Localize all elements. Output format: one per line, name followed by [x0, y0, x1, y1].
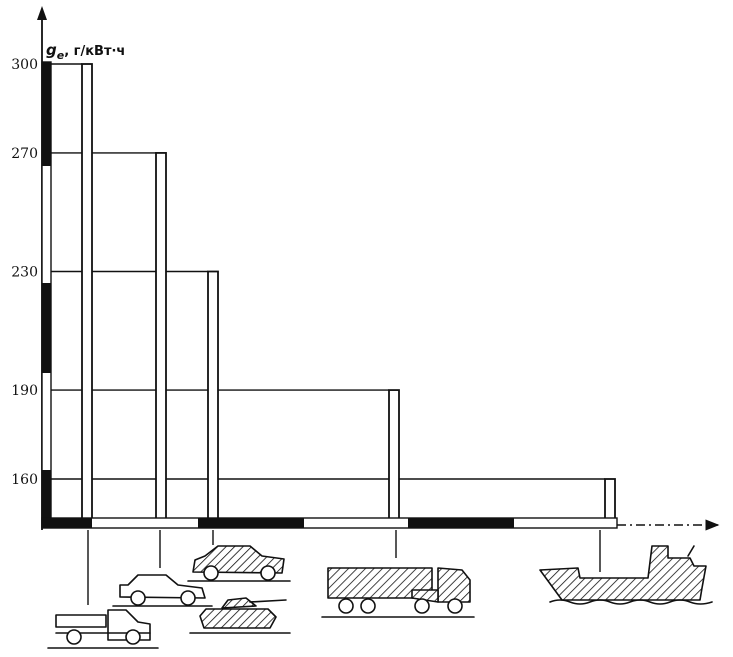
y-axis-title-subscript: e: [57, 49, 65, 62]
y-tick-label: 270: [11, 146, 38, 162]
bar-truck: [81, 63, 93, 521]
bar-off-road-vehicle: [207, 270, 219, 521]
y-scale-strip: [41, 61, 52, 528]
y-axis-title: ge, г/кВт·ч: [46, 41, 125, 62]
y-tick-label: 160: [11, 472, 38, 488]
y-tick-label: 190: [11, 383, 38, 399]
bar-semi-truck: [388, 389, 400, 521]
x-scale-strip: [41, 517, 618, 529]
car-icon: [112, 574, 213, 607]
tank-icon: [189, 597, 291, 634]
jeep-icon: [187, 545, 291, 582]
bars: [81, 63, 616, 521]
leader-lines: [87, 530, 601, 605]
bar-passenger-car: [155, 152, 167, 521]
bar-ship: [604, 478, 616, 521]
y-axis-title-symbol: g: [46, 41, 57, 59]
ship-icon: [539, 545, 713, 605]
semi-truck-icon: [321, 567, 475, 618]
y-tick-label: 300: [11, 57, 38, 73]
y-axis-title-unit: , г/кВт·ч: [64, 44, 125, 59]
reference-lines: [42, 63, 605, 480]
y-tick-labels: 160 190 230 270 300: [11, 57, 38, 488]
truck-icon: [47, 609, 159, 649]
y-tick-label: 230: [11, 265, 38, 281]
